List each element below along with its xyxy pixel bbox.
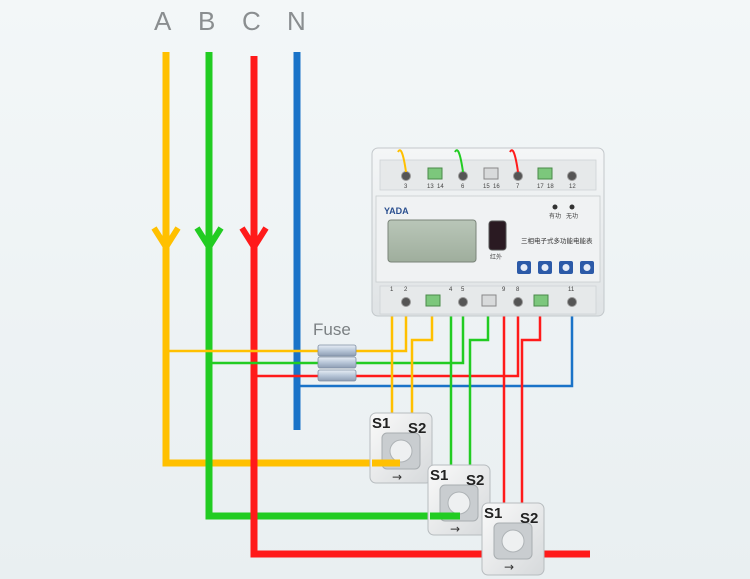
phase-label-c: C	[242, 6, 261, 36]
fuse-block: Fuse	[313, 320, 357, 382]
current-transformer-2: S1 S2 →	[427, 464, 491, 536]
indicator-label-left: 有功	[549, 212, 561, 220]
top-terminal-17: 17	[537, 184, 544, 190]
top-terminal-16: 16	[493, 184, 500, 190]
phase-label-b: B	[198, 6, 215, 36]
indicator-led-left	[552, 204, 558, 210]
fuse-a	[317, 344, 357, 357]
voltage-wire-a	[166, 302, 408, 353]
ct1-s1-label: S1	[372, 415, 390, 432]
ct3-s2-wire	[520, 302, 542, 508]
ct2-s2-label: S2	[466, 472, 484, 489]
top-terminal-3: 3	[404, 184, 408, 190]
top-terminal-7: 7	[516, 184, 520, 190]
ct3-direction-arrow-icon: →	[504, 560, 514, 574]
fuse-c	[317, 369, 357, 382]
bottom-terminal-4: 4	[449, 287, 453, 293]
top-terminal-12: 12	[569, 184, 576, 190]
bottom-terminal-8: 8	[516, 287, 520, 293]
top-terminal-14: 14	[437, 184, 444, 190]
current-transformer-1: S1 S2 →	[369, 412, 433, 484]
bottom-terminal-11: 11	[568, 287, 575, 293]
ct2-direction-arrow-icon: →	[450, 522, 460, 536]
top-terminal-6: 6	[461, 184, 465, 190]
energy-meter: 3 13 14 6 15 16 7 17 18 12 YADA 红外 有功 无功…	[371, 147, 605, 317]
fuse-label: Fuse	[313, 320, 351, 339]
ct2-s1-label: S1	[430, 467, 448, 484]
ct1-direction-arrow-icon: →	[392, 470, 402, 484]
ct2-s2-wire	[468, 302, 490, 470]
top-terminal-15: 15	[483, 184, 490, 190]
current-arrow-c	[239, 226, 269, 250]
meter-title: 三相电子式多功能电能表	[521, 236, 593, 245]
ct3-s1-label: S1	[484, 505, 502, 522]
current-transformer-3: S1 S2 →	[481, 502, 545, 576]
bus-c	[239, 56, 590, 558]
phase-label-n: N	[287, 6, 306, 36]
indicator-led-right	[569, 204, 575, 210]
bottom-terminal-1: 1	[390, 287, 394, 293]
meter-brand: YADA	[384, 206, 409, 216]
bus-b	[194, 52, 430, 520]
ct3-s2-label: S2	[520, 510, 538, 527]
bottom-terminal-9: 9	[502, 287, 506, 293]
meter-buttons	[517, 261, 594, 274]
bus-a	[151, 52, 372, 467]
phase-label-a: A	[154, 6, 172, 36]
current-arrow-b	[194, 226, 224, 250]
voltage-wire-b	[209, 302, 465, 365]
current-arrow-a	[151, 226, 181, 250]
meter-ir-caption: 红外	[490, 253, 502, 261]
ct1-s2-wire	[410, 302, 434, 418]
fuse-b	[317, 356, 357, 369]
neutral-wire	[297, 302, 574, 388]
ct1-s2-label: S2	[408, 420, 426, 437]
meter-lcd	[387, 219, 477, 263]
top-terminal-18: 18	[547, 184, 554, 190]
indicator-label-right: 无功	[566, 212, 578, 220]
bottom-terminal-5: 5	[461, 287, 465, 293]
meter-ir-window	[488, 220, 507, 251]
bottom-terminal-2: 2	[404, 287, 408, 293]
top-terminal-13: 13	[427, 184, 434, 190]
